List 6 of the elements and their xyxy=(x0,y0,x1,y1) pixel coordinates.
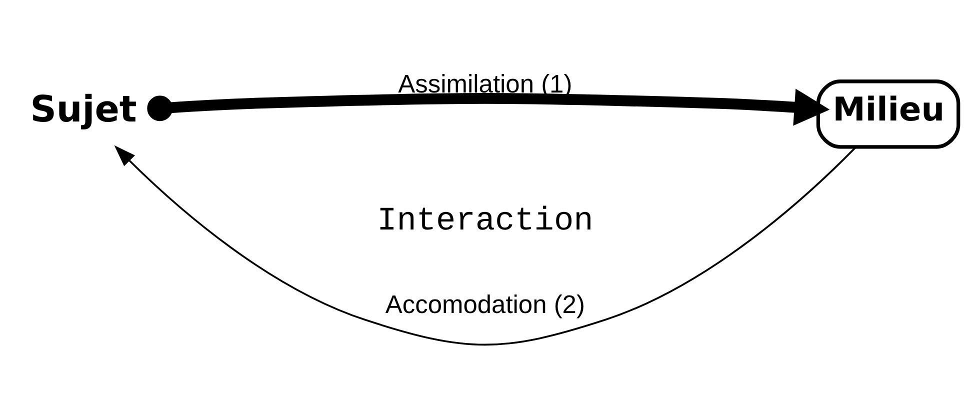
node-box: Milieu xyxy=(816,80,960,149)
arrow xyxy=(114,145,856,346)
node-text: Sujet xyxy=(30,87,137,130)
arrow xyxy=(147,88,830,126)
label: Interaction xyxy=(377,202,594,240)
edge-label: Accomodation (2) xyxy=(385,290,585,319)
